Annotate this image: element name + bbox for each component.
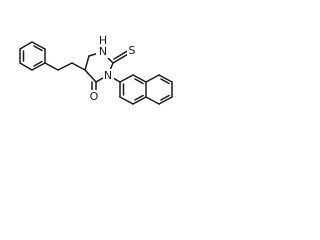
- bond: [119, 74, 134, 83]
- atom-label-o: O: [89, 90, 100, 103]
- bond: [132, 74, 147, 83]
- double-bond-inner: [33, 60, 43, 67]
- molecule-drawing: N H S N O: [19, 34, 173, 105]
- atom-label-nh: N H: [96, 34, 112, 58]
- bond: [158, 74, 173, 83]
- structure-diagram: N H S N O: [0, 0, 266, 133]
- bond: [31, 62, 46, 71]
- bond: [84, 69, 97, 83]
- double-bond-inner: [134, 94, 144, 101]
- oxygen-label: O: [90, 90, 99, 103]
- double-bond-inner: [160, 78, 170, 85]
- bond: [132, 96, 147, 105]
- phenyl-ring: [19, 41, 46, 71]
- bond: [19, 41, 33, 50]
- double-bond-inner: [33, 45, 43, 52]
- bond: [119, 96, 134, 105]
- bond: [145, 74, 160, 83]
- atom-label-s: S: [127, 44, 137, 57]
- methylene-linker: [44, 62, 86, 71]
- hydrogen-label: H: [99, 34, 107, 47]
- nitrogen-label: N: [99, 45, 107, 58]
- naphthalene-ring-system: [119, 74, 173, 105]
- bond: [84, 55, 90, 71]
- bond: [31, 41, 46, 50]
- bond: [71, 62, 86, 71]
- double-bond-inner: [134, 78, 144, 85]
- bond: [158, 96, 173, 105]
- double-bond-inner: [160, 94, 170, 101]
- bond: [145, 96, 160, 105]
- bond: [57, 62, 73, 71]
- bond: [19, 62, 33, 71]
- nitrogen-label: N: [104, 69, 112, 82]
- atom-label-n: N: [103, 69, 114, 82]
- bond: [113, 49, 130, 60]
- bond: [44, 62, 59, 71]
- sulfur-label: S: [129, 44, 136, 57]
